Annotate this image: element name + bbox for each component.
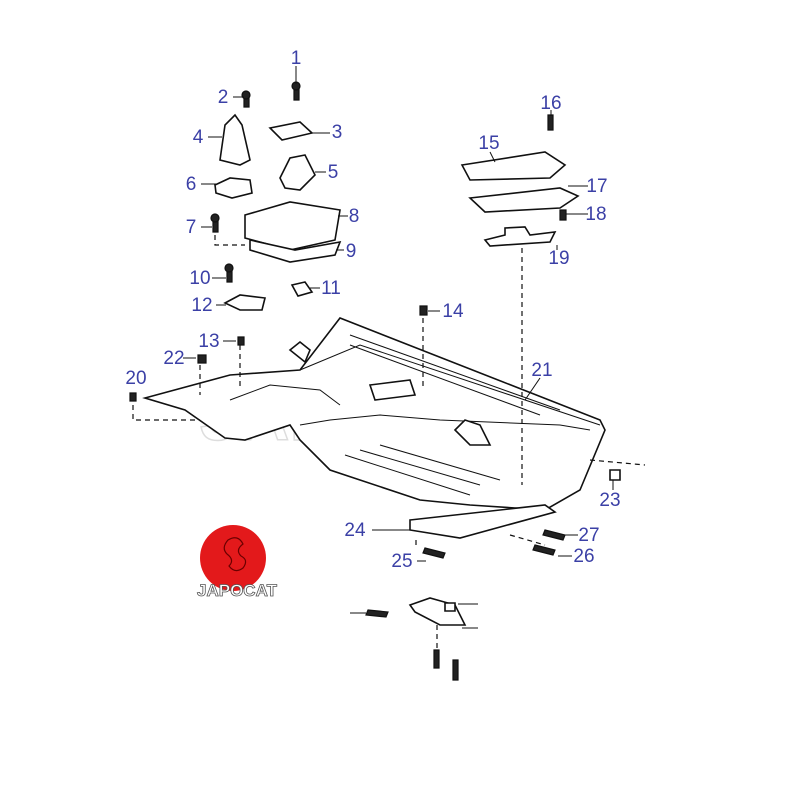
callout-13: 13 <box>198 331 219 352</box>
callout-10: 10 <box>189 268 210 289</box>
callout-6: 6 <box>186 174 197 195</box>
callout-5: 5 <box>328 162 339 183</box>
callout-25: 25 <box>391 551 412 572</box>
pedal-parts <box>460 114 621 481</box>
callout-22: 22 <box>163 348 184 369</box>
callout-24: 24 <box>344 520 366 541</box>
callout-16: 16 <box>540 93 561 114</box>
callout-14: 14 <box>442 301 464 322</box>
leader-lines <box>132 66 646 650</box>
callout-8: 8 <box>349 206 360 227</box>
callout-9: 9 <box>346 241 357 262</box>
logo-text: JAPOCAT <box>197 581 278 600</box>
bolts-lower <box>365 529 566 681</box>
callout-17: 17 <box>586 176 607 197</box>
floor-pan <box>142 317 606 511</box>
japocat-logo: JAPOCAT <box>197 525 278 600</box>
callout-3: 3 <box>332 122 343 143</box>
callout-21: 21 <box>531 360 552 381</box>
callout-15: 15 <box>478 133 499 154</box>
step-plate <box>409 504 557 539</box>
callout-12: 12 <box>191 295 212 316</box>
callout-18: 18 <box>585 204 606 225</box>
callout-26: 26 <box>573 546 594 567</box>
callout-20: 20 <box>125 368 146 389</box>
callout-1: 1 <box>291 48 302 69</box>
callout-4: 4 <box>193 127 204 148</box>
callout-19: 19 <box>548 248 569 269</box>
callout-7: 7 <box>186 217 197 238</box>
callout-23: 23 <box>599 490 620 511</box>
callout-2: 2 <box>218 87 229 108</box>
callout-27: 27 <box>578 525 599 546</box>
callout-11: 11 <box>321 278 341 299</box>
mount-parts <box>129 81 428 402</box>
